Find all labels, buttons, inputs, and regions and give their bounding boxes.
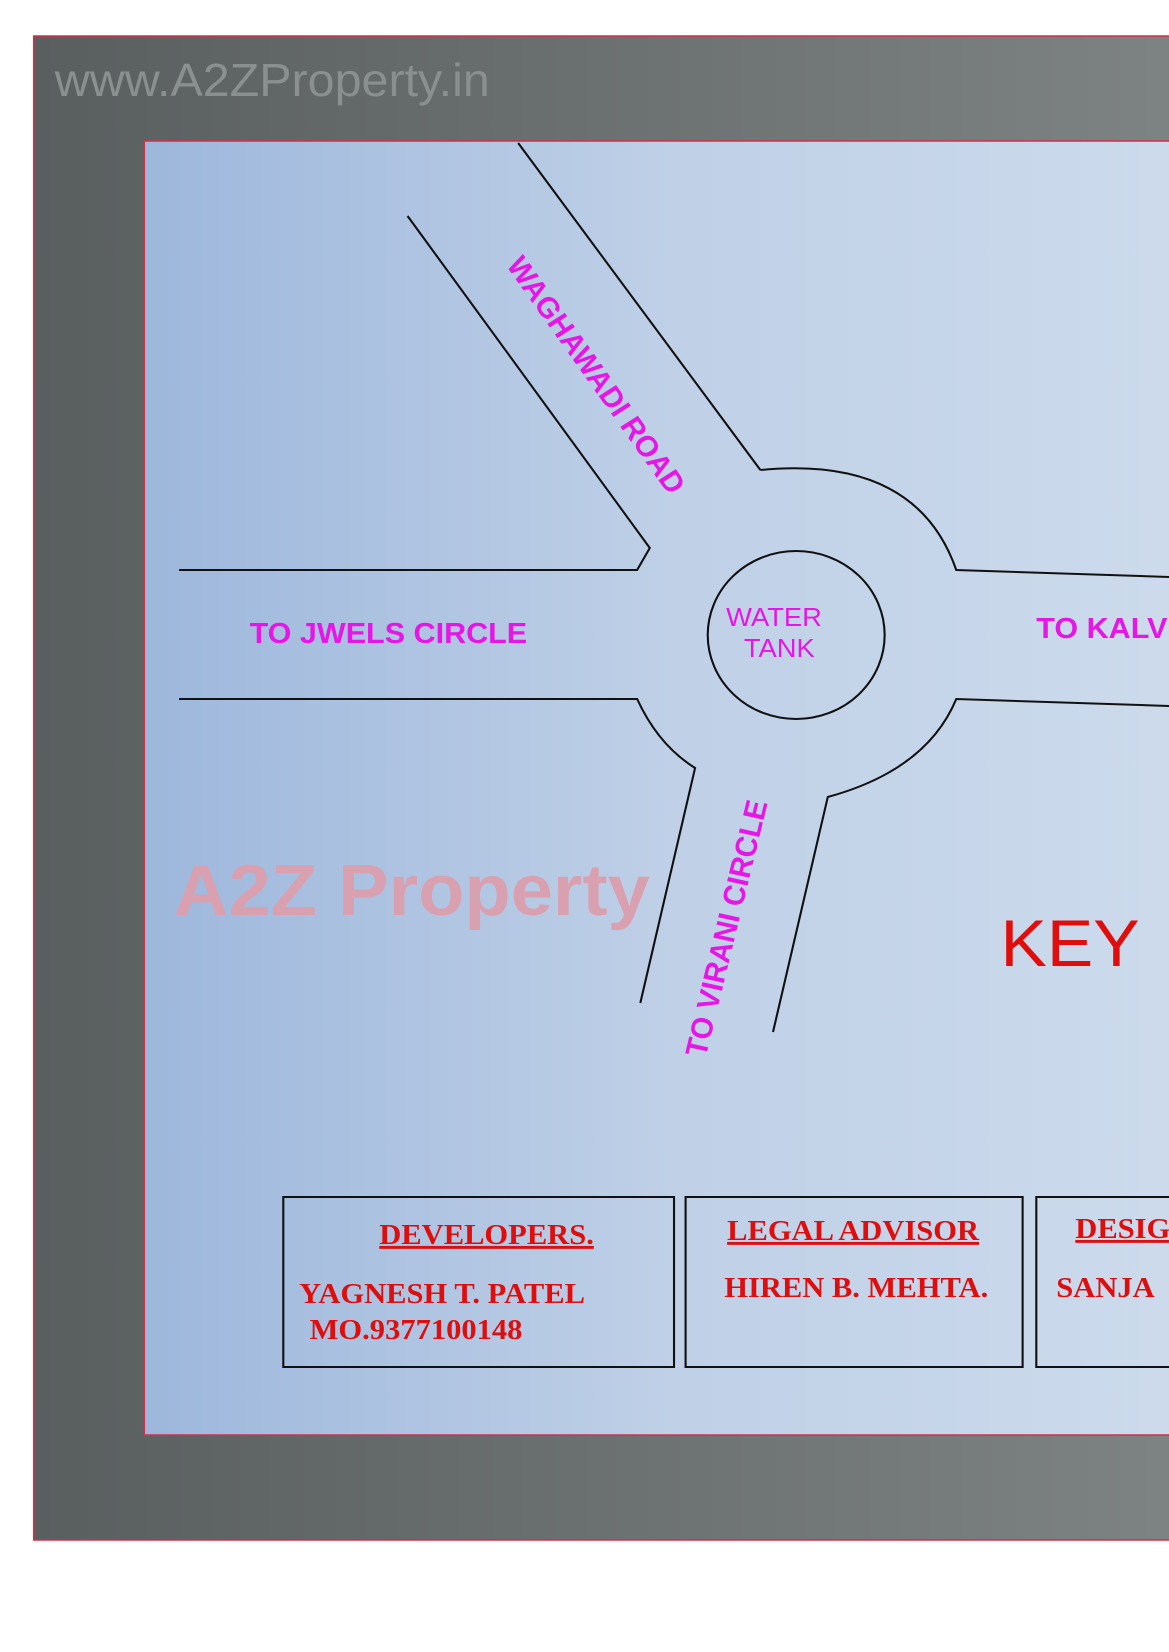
- map-area: [143, 140, 1169, 1436]
- road-label-west: TO JWELS CIRCLE: [250, 618, 528, 650]
- box-line1: HIREN B. MEHTA.: [724, 1272, 988, 1304]
- site-watermark: www.A2ZProperty.in: [54, 55, 490, 107]
- landmark-line1: WATER: [726, 603, 822, 632]
- map-title: KEY: [1000, 908, 1139, 981]
- water-tank-circle: [706, 550, 886, 720]
- info-box-developers: DEVELOPERS. YAGNESH T. PATEL MO.93771001…: [282, 1196, 676, 1368]
- logo-watermark: A2Z Property: [174, 850, 650, 931]
- box-heading: LEGAL ADVISOR: [727, 1215, 979, 1247]
- roads: [179, 142, 1169, 1033]
- info-box-designer: DESIG SANJA: [1035, 1196, 1169, 1368]
- box-line1: SANJA: [1056, 1272, 1155, 1304]
- road-label-east: TO KALV: [1036, 613, 1167, 645]
- box-line2: MO.9377100148: [310, 1314, 523, 1346]
- landmark-line2: TANK: [744, 634, 815, 663]
- box-line1: YAGNESH T. PATEL: [299, 1278, 585, 1310]
- box-heading: DESIG: [1075, 1213, 1169, 1245]
- info-box-legal-advisor: LEGAL ADVISOR HIREN B. MEHTA.: [684, 1196, 1024, 1368]
- box-heading: DEVELOPERS.: [379, 1219, 594, 1251]
